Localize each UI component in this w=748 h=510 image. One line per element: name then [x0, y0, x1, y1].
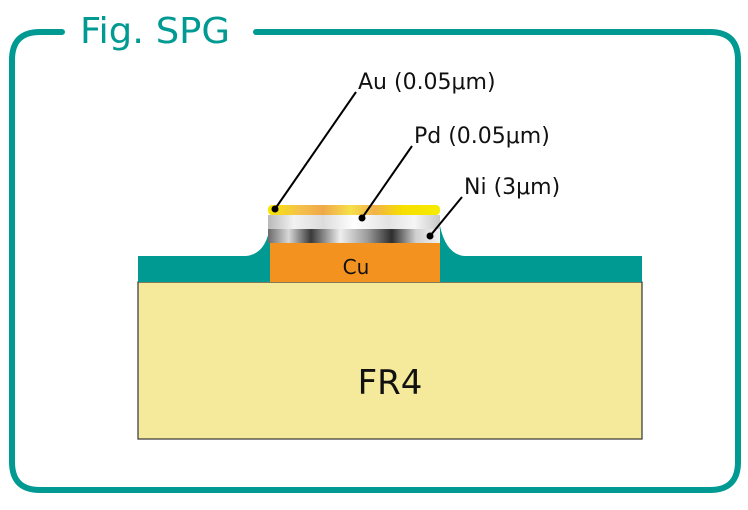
- cu-label: Cu: [343, 255, 370, 279]
- ni-leader-line: [429, 196, 463, 237]
- au-leader-dot: [271, 205, 279, 213]
- solder-mask: [138, 226, 642, 282]
- pd-layer: [268, 215, 440, 229]
- figure-frame: [9, 29, 741, 493]
- cu-pad: [270, 242, 440, 282]
- fr4-label: FR4: [358, 363, 423, 403]
- ni-layer: [268, 229, 440, 243]
- au-layer: [268, 205, 440, 215]
- au-callout-label: Au (0.05μm): [358, 70, 496, 95]
- fr4-substrate: [137, 281, 643, 440]
- figure-title: Fig. SPG: [80, 11, 230, 52]
- pd-leader-line: [361, 145, 413, 219]
- pd-callout-label: Pd (0.05μm): [414, 124, 550, 149]
- ni-callout-label: Ni (3μm): [464, 175, 560, 200]
- pd-leader-dot: [358, 214, 366, 222]
- au-leader-line: [274, 91, 357, 210]
- ni-leader-dot: [426, 232, 434, 240]
